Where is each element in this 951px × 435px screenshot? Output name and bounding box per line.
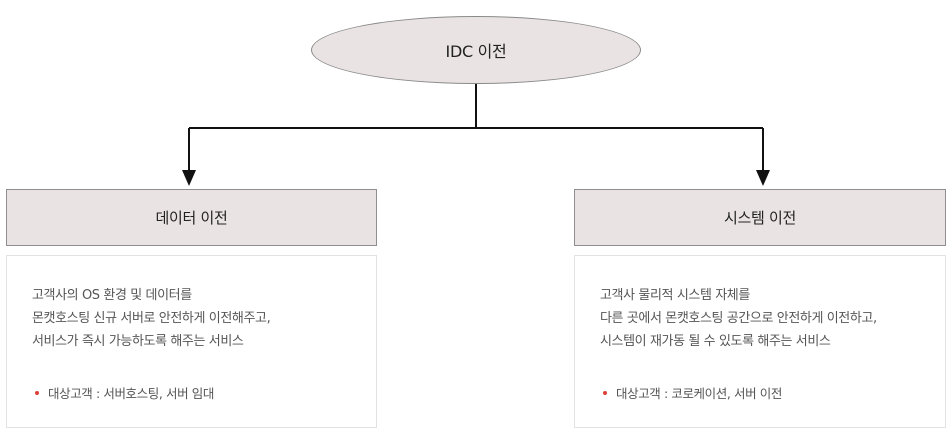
arrowhead-left-icon — [182, 170, 196, 186]
target-customers-label: 대상고객 : 서버호스팅, 서버 임대 — [48, 386, 214, 401]
description-line: 몬캣호스팅 신규 서버로 안전하게 이전해주고, — [32, 311, 271, 326]
branch-header-data-migration: 데이터 이전 — [6, 189, 377, 246]
description-line: 서비스가 즉시 가능하도록 해주는 서비스 — [32, 334, 244, 349]
branch-description: 고객사 물리적 시스템 자체를 다른 곳에서 몬캣호스팅 공간으로 안전하게 이… — [600, 284, 877, 353]
description-line: 시스템이 재가동 될 수 있도록 해주는 서비스 — [600, 334, 831, 349]
target-customers: 대상고객 : 서버호스팅, 서버 임대 — [35, 383, 214, 402]
branch-title: 데이터 이전 — [155, 209, 228, 227]
target-customers-label: 대상고객 : 코로케이션, 서버 이전 — [616, 386, 782, 401]
branch-description: 고객사의 OS 환경 및 데이터를 몬캣호스팅 신규 서버로 안전하게 이전해주… — [32, 284, 271, 353]
root-node-label: IDC 이전 — [445, 42, 507, 61]
target-customers: 대상고객 : 코로케이션, 서버 이전 — [603, 383, 782, 402]
root-node-idc-migration: IDC 이전 — [311, 16, 641, 84]
branch-header-system-migration: 시스템 이전 — [574, 189, 946, 246]
branch-title: 시스템 이전 — [724, 209, 796, 227]
description-line: 고객사 물리적 시스템 자체를 — [600, 288, 750, 303]
arrowhead-right-icon — [756, 170, 770, 186]
bullet-icon — [35, 390, 39, 395]
description-line: 다른 곳에서 몬캣호스팅 공간으로 안전하게 이전하고, — [600, 311, 877, 326]
branch-box-system-migration: 고객사 물리적 시스템 자체를 다른 곳에서 몬캣호스팅 공간으로 안전하게 이… — [574, 255, 946, 428]
bullet-icon — [603, 390, 607, 395]
branch-box-data-migration: 고객사의 OS 환경 및 데이터를 몬캣호스팅 신규 서버로 안전하게 이전해주… — [6, 255, 377, 428]
description-line: 고객사의 OS 환경 및 데이터를 — [32, 288, 192, 303]
